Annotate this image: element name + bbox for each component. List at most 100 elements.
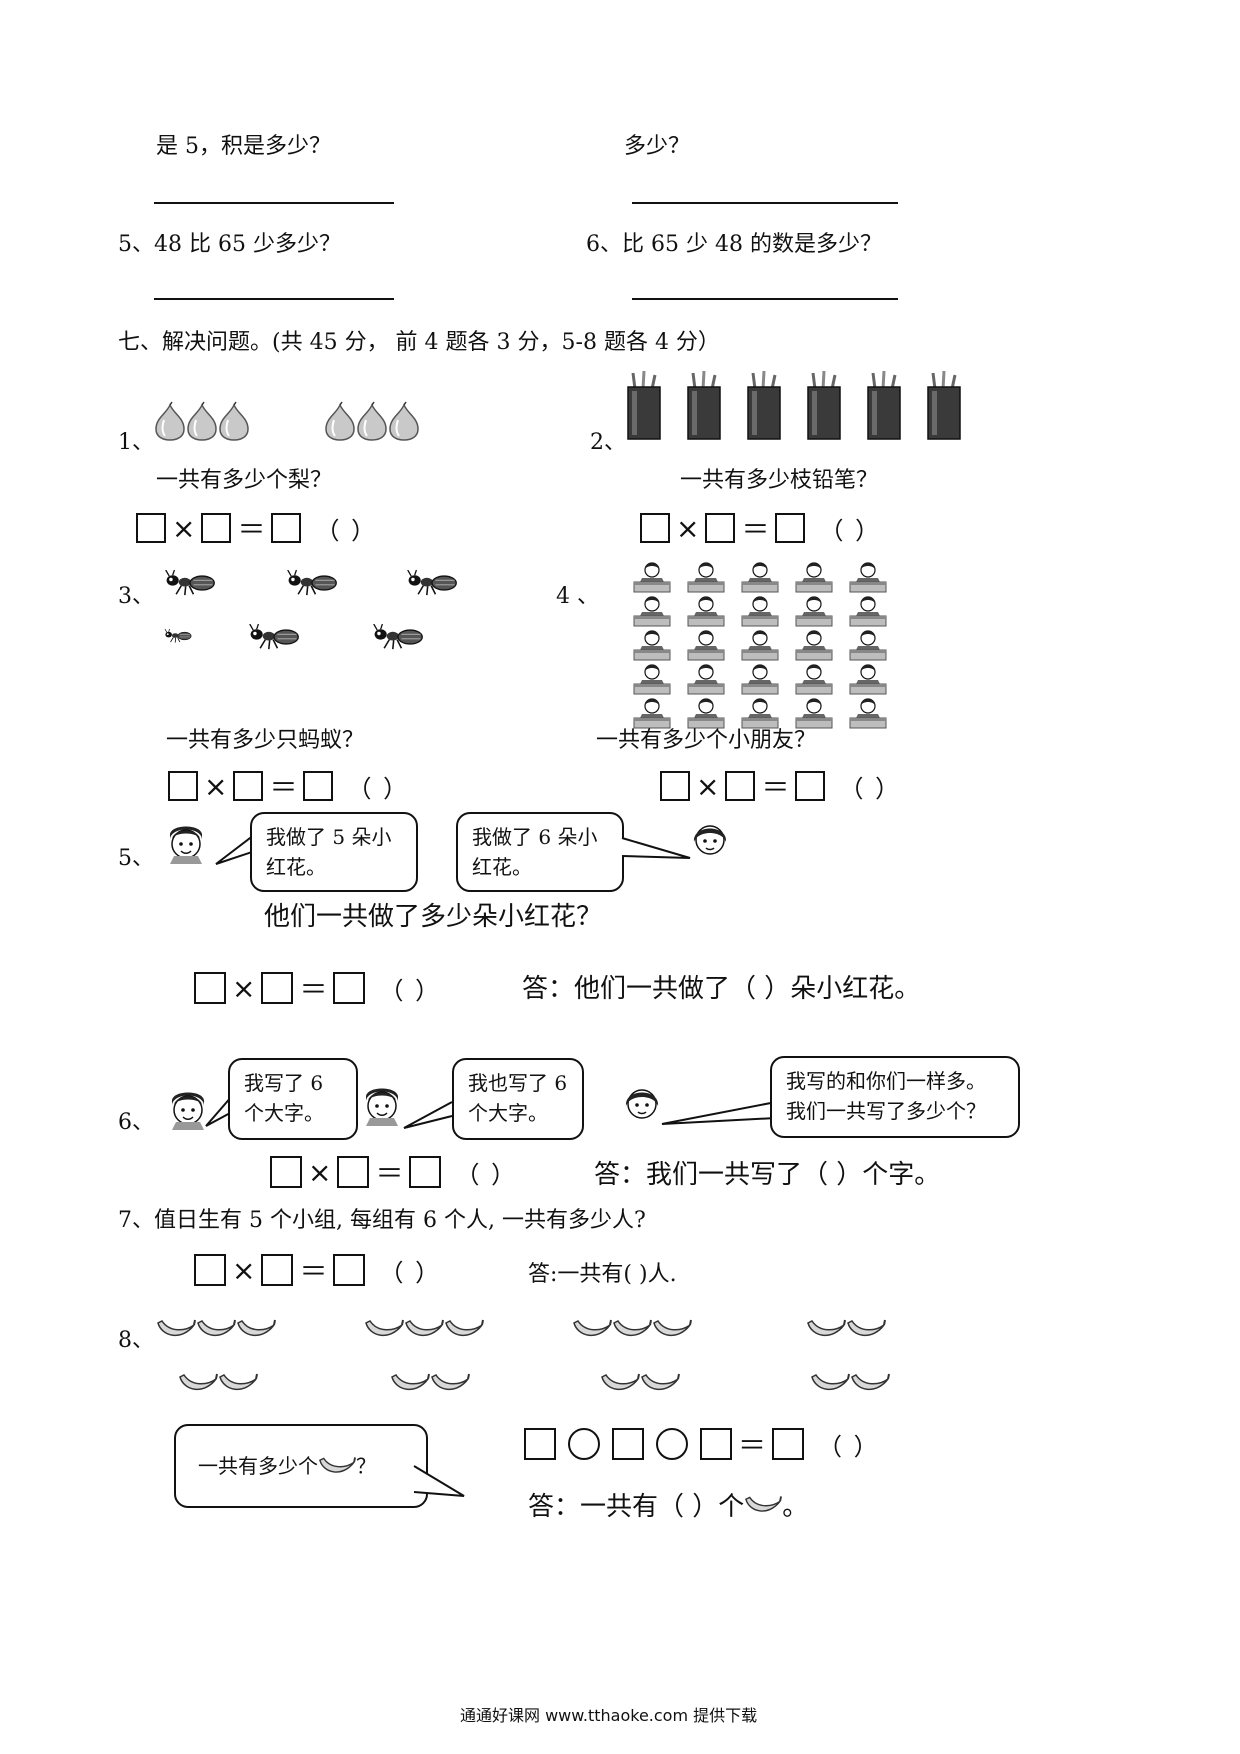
blank-box[interactable]	[612, 1428, 644, 1460]
banana-icon	[600, 1370, 640, 1396]
equals-sign: ＝	[237, 513, 266, 546]
unit-blank[interactable]: （ ）	[379, 976, 442, 1005]
problem-6-answer[interactable]: 答：我们一共写了（ ）个字。	[594, 1160, 941, 1190]
blank-box[interactable]	[303, 771, 334, 801]
problem-7-question: 7、值日生有 5 个小组, 每组有 6 个人, 一共有多少人?	[118, 1208, 646, 1233]
banana-icon	[444, 1316, 484, 1342]
footer-credit: 通通好课网 www.tthaoke.com 提供下载	[460, 1706, 758, 1725]
operator-circle[interactable]	[656, 1428, 688, 1460]
blank-box[interactable]	[194, 1254, 226, 1286]
blank-box[interactable]	[705, 513, 736, 543]
speech-tail	[215, 831, 259, 865]
speech-tail	[205, 1095, 233, 1127]
blank-box[interactable]	[409, 1156, 442, 1188]
problem-7-answer[interactable]: 答:一共有( )人.	[528, 1262, 677, 1287]
blank-box[interactable]	[775, 513, 806, 543]
answer-line[interactable]	[632, 298, 898, 300]
blank-box[interactable]	[168, 771, 198, 801]
blank-box[interactable]	[261, 972, 294, 1004]
banana-icon	[744, 1493, 782, 1517]
times-sign: ×	[308, 1155, 332, 1189]
problem-1-number: 1、	[118, 430, 154, 455]
problem-3-equation: × ＝ （ ）	[168, 766, 409, 806]
ant-icon	[406, 570, 458, 596]
problem-3-question: 一共有多少只蚂蚁？	[166, 728, 365, 753]
problem-3-number: 3、	[118, 584, 154, 609]
equals-sign: ＝	[299, 973, 328, 1006]
equals-sign: ＝	[269, 771, 298, 804]
problem-2-number: 2、	[590, 430, 626, 455]
child-face-icon	[164, 820, 208, 864]
answer-line[interactable]	[154, 202, 394, 204]
blank-box[interactable]	[136, 513, 166, 543]
child-icon	[792, 628, 836, 662]
blank-box[interactable]	[333, 972, 366, 1004]
pear-icon	[214, 400, 254, 444]
banana-icon	[652, 1316, 692, 1342]
speech-bubble: 我做了 6 朵小红花。	[456, 812, 624, 892]
unit-blank[interactable]: （ ）	[819, 516, 882, 545]
banana-icon	[196, 1316, 236, 1342]
blank-box[interactable]	[640, 513, 670, 543]
operator-circle[interactable]	[568, 1428, 600, 1460]
answer-prefix[interactable]: 答：一共有（ ）个	[528, 1492, 745, 1522]
unit-blank[interactable]: （ ）	[347, 774, 410, 803]
child-icon	[684, 662, 728, 696]
pear-group	[150, 400, 254, 444]
banana-group	[806, 1316, 886, 1342]
ant-icon	[286, 570, 338, 596]
unit-blank[interactable]: （ ）	[839, 774, 902, 803]
blank-box[interactable]	[660, 771, 690, 801]
problem-5-equation: × ＝ （ ）	[194, 968, 441, 1008]
child-icon	[630, 662, 674, 696]
banana-icon	[850, 1370, 890, 1396]
blank-box[interactable]	[271, 513, 302, 543]
blank-box[interactable]	[333, 1254, 366, 1286]
unit-blank[interactable]: （ ）	[315, 516, 378, 545]
answer-line[interactable]	[154, 298, 394, 300]
child-icon	[630, 560, 674, 594]
blank-box[interactable]	[201, 513, 232, 543]
blank-box[interactable]	[270, 1156, 302, 1188]
blank-box[interactable]	[337, 1156, 370, 1188]
blank-box[interactable]	[772, 1428, 805, 1460]
answer-suffix: 。	[782, 1492, 809, 1522]
blank-box[interactable]	[233, 771, 264, 801]
blank-box[interactable]	[725, 771, 756, 801]
banana-group	[390, 1370, 470, 1396]
child-icon	[846, 560, 890, 594]
problem-5-answer[interactable]: 答：他们一共做了（ ）朵小红花。	[522, 974, 921, 1004]
unit-blank[interactable]: （ ）	[818, 1432, 880, 1461]
problem-5-question: 他们一共做了多少朵小红花？	[264, 902, 603, 932]
unit-blank[interactable]: （ ）	[379, 1258, 442, 1287]
child-icon	[738, 628, 782, 662]
banana-icon	[178, 1370, 218, 1396]
child-face-icon	[360, 1082, 404, 1126]
answer-line[interactable]	[632, 202, 898, 204]
child-icon	[792, 560, 836, 594]
blank-box[interactable]	[524, 1428, 556, 1460]
ant-icon	[164, 570, 216, 596]
problem-4-number: 4 、	[556, 584, 599, 609]
banana-group	[572, 1316, 692, 1342]
times-sign: ×	[204, 769, 228, 803]
ant-icon	[372, 624, 424, 650]
banana-icon	[390, 1370, 430, 1396]
child-icon	[738, 662, 782, 696]
banana-group	[600, 1370, 680, 1396]
banana-icon	[236, 1316, 276, 1342]
pencil-cup-group	[626, 370, 962, 442]
problem-6-number: 6、	[118, 1110, 154, 1135]
pencil-cup-icon	[746, 370, 782, 442]
equals-sign: ＝	[738, 1429, 767, 1462]
carryover-left-text: 是 5，积是多少？	[156, 134, 331, 159]
child-icon	[684, 594, 728, 628]
banana-icon	[318, 1454, 356, 1478]
blank-box[interactable]	[795, 771, 826, 801]
pencil-cup-icon	[686, 370, 722, 442]
blank-box[interactable]	[261, 1254, 294, 1286]
child-icon	[630, 628, 674, 662]
blank-box[interactable]	[194, 972, 226, 1004]
unit-blank[interactable]: （ ）	[455, 1160, 518, 1189]
blank-box[interactable]	[700, 1428, 732, 1460]
